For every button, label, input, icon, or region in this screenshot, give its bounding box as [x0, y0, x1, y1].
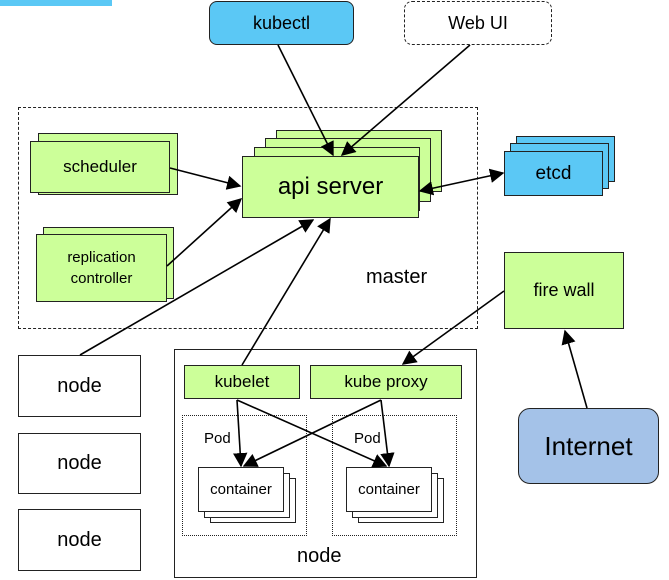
api-server-box[interactable]: api server [242, 156, 419, 218]
pod-2-label: Pod [354, 430, 381, 447]
replication-controller-box[interactable]: replication controller [36, 234, 167, 302]
kubelet-label: kubelet [214, 372, 270, 391]
arrow-internet-to-firewall [561, 329, 588, 409]
kube-proxy-box[interactable]: kube proxy [310, 365, 462, 399]
node-label-1: node [57, 374, 102, 397]
node-label-3: node [57, 528, 102, 551]
controller-label: controller [70, 270, 133, 287]
cropped-blue-bar [0, 0, 112, 6]
pod-2-container-label: container [358, 481, 420, 498]
pod-1-container-box[interactable]: container [198, 467, 284, 512]
fire-wall-box[interactable]: fire wall [504, 252, 624, 329]
pod-1-container-label: container [210, 481, 272, 498]
etcd-box[interactable]: etcd [504, 151, 603, 196]
detailed-node-label: node [297, 545, 342, 567]
internet-box[interactable]: Internet [518, 408, 659, 484]
pod-1-label: Pod [204, 430, 231, 447]
web-ui-label: Web UI [448, 12, 508, 33]
node-box-2[interactable]: node [18, 433, 141, 494]
pod-2-container-box[interactable]: container [346, 467, 432, 512]
etcd-label: etcd [535, 162, 572, 184]
replication-label: replication [67, 249, 136, 266]
kubelet-box[interactable]: kubelet [184, 365, 300, 399]
web-ui-box[interactable]: Web UI [404, 1, 552, 45]
api-server-label: api server [277, 173, 384, 200]
kubectl-box[interactable]: kubectl [209, 1, 354, 45]
kubectl-label: kubectl [252, 12, 311, 33]
scheduler-label: scheduler [63, 157, 137, 176]
node-label-2: node [57, 452, 102, 474]
node-box-3[interactable]: node [18, 509, 141, 571]
internet-label: Internet [544, 430, 633, 461]
master-label: master [366, 266, 428, 288]
pod-2-boundary [332, 415, 457, 536]
fire-wall-label: fire wall [533, 280, 595, 300]
scheduler-box[interactable]: scheduler [30, 141, 170, 193]
kube-proxy-label: kube proxy [344, 372, 428, 391]
node-box-1[interactable]: node [18, 355, 141, 417]
